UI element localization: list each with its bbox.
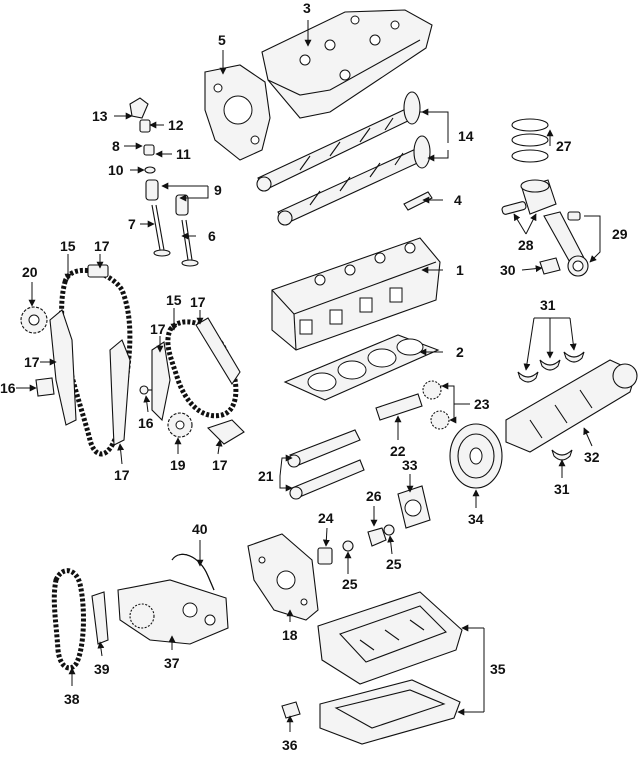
- callout-39: 39: [94, 661, 110, 677]
- callout-32: 32: [584, 449, 600, 465]
- callout-7: 7: [128, 216, 136, 232]
- callout-14: 14: [458, 128, 474, 144]
- chain-tensioner-39[interactable]: [91, 591, 109, 645]
- front-cover[interactable]: [247, 533, 319, 621]
- callout-11: 11: [176, 146, 191, 162]
- callout-31b: 31: [554, 481, 570, 497]
- callout-6: 6: [208, 228, 216, 244]
- callout-25a: 25: [342, 576, 358, 592]
- lower-oil-pan[interactable]: [319, 679, 461, 745]
- callout-40: 40: [192, 521, 208, 537]
- chain-tensioner-bottom[interactable]: [206, 419, 245, 445]
- oil-pump-chain[interactable]: [51, 568, 86, 671]
- timing-chain-left[interactable]: [49, 264, 133, 457]
- callout-labels: 1 2 3 4 5 6 7 8 9 10 11 12 13 14 15 15 1…: [0, 0, 628, 753]
- sprocket-20[interactable]: [20, 306, 48, 334]
- callout-38: 38: [64, 691, 80, 707]
- callout-18: 18: [282, 627, 298, 643]
- callout-15a: 15: [60, 238, 76, 254]
- callout-3: 3: [303, 0, 311, 16]
- oil-pump[interactable]: [117, 579, 229, 645]
- callout-17c: 17: [150, 321, 166, 337]
- callout-1: 1: [456, 262, 464, 278]
- callout-8: 8: [112, 138, 120, 154]
- valve-parts-upper[interactable]: [129, 97, 156, 174]
- camshafts[interactable]: [256, 91, 431, 226]
- callout-4: 4: [454, 192, 462, 208]
- callout-10: 10: [108, 162, 124, 178]
- callout-16b: 16: [138, 415, 154, 431]
- callout-25b: 25: [386, 556, 402, 572]
- callout-17f: 17: [212, 457, 228, 473]
- callout-28: 28: [518, 237, 534, 253]
- valves[interactable]: [145, 179, 199, 267]
- rear-seal[interactable]: [397, 485, 431, 529]
- callout-27: 27: [556, 138, 572, 154]
- callout-23: 23: [474, 396, 490, 412]
- callout-26: 26: [366, 488, 382, 504]
- callout-21: 21: [258, 468, 274, 484]
- callout-22: 22: [390, 443, 406, 459]
- callout-12: 12: [168, 117, 184, 133]
- callout-9: 9: [214, 182, 222, 198]
- callout-17a: 17: [94, 238, 110, 254]
- piston-rings[interactable]: [511, 118, 549, 163]
- camshaft-sensor[interactable]: [403, 191, 433, 211]
- callout-34: 34: [468, 511, 484, 527]
- head-gasket[interactable]: [283, 334, 440, 401]
- cylinder-head[interactable]: [271, 237, 441, 351]
- crankshaft[interactable]: [505, 359, 638, 453]
- callout-30: 30: [500, 262, 516, 278]
- upper-oil-pan[interactable]: [317, 591, 463, 685]
- callout-35: 35: [490, 661, 506, 677]
- cylinder-head-cover[interactable]: [261, 9, 433, 119]
- main-bearings[interactable]: [517, 351, 585, 461]
- callout-36: 36: [282, 737, 298, 753]
- callout-5: 5: [218, 32, 226, 48]
- oil-pump-drive-parts[interactable]: [317, 524, 395, 565]
- leader-lines: [16, 20, 601, 732]
- timing-chain-right[interactable]: [151, 317, 241, 422]
- drain-plug[interactable]: [281, 701, 301, 719]
- callout-17d: 17: [24, 354, 40, 370]
- callout-24: 24: [318, 510, 334, 526]
- callout-16a: 16: [0, 380, 16, 396]
- timing-cover[interactable]: [204, 64, 271, 161]
- callout-15b: 15: [166, 292, 182, 308]
- callout-29: 29: [612, 226, 628, 242]
- callout-17b: 17: [190, 294, 206, 310]
- crankshaft-pulley[interactable]: [449, 423, 503, 489]
- chain-tensioner-left[interactable]: [35, 377, 55, 397]
- oil-pickup-tube[interactable]: [171, 553, 215, 591]
- callout-37: 37: [164, 655, 180, 671]
- callout-20: 20: [22, 264, 38, 280]
- callout-2: 2: [456, 344, 464, 360]
- callout-33: 33: [402, 457, 418, 473]
- callout-19: 19: [170, 457, 186, 473]
- balance-shaft-gears[interactable]: [422, 380, 450, 430]
- callout-17e: 17: [114, 467, 130, 483]
- sprocket-19[interactable]: [167, 412, 193, 438]
- callout-13: 13: [92, 108, 108, 124]
- callout-31a: 31: [540, 297, 556, 313]
- balance-shafts[interactable]: [287, 393, 423, 500]
- piston-assembly[interactable]: [501, 179, 589, 277]
